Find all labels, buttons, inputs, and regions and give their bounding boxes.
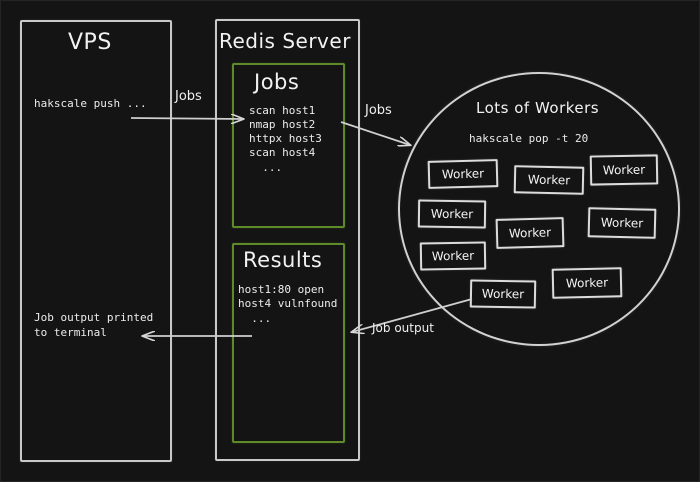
vps-box bbox=[20, 20, 172, 462]
vps-title: VPS bbox=[68, 30, 112, 55]
worker-label: Worker bbox=[527, 172, 571, 188]
worker-label: Worker bbox=[430, 206, 474, 222]
worker-label: Worker bbox=[600, 215, 644, 231]
workers-pop-command: hakscale pop -t 20 bbox=[469, 132, 589, 145]
jobs-title: Jobs bbox=[254, 70, 300, 94]
worker-box: Worker bbox=[469, 279, 537, 309]
redis-server-box bbox=[215, 19, 360, 461]
jobs-line-4: ... bbox=[249, 161, 283, 174]
arrow-label-jobs-pop: Jobs bbox=[365, 103, 392, 118]
worker-label: Worker bbox=[441, 166, 485, 182]
worker-box: Worker bbox=[587, 207, 657, 239]
vps-push-command: hakscale push ... bbox=[34, 97, 147, 110]
jobs-line-2: httpx host3 bbox=[249, 132, 322, 145]
results-line-0: host1:80 open bbox=[238, 283, 325, 296]
results-box bbox=[232, 243, 345, 443]
worker-box: Worker bbox=[427, 159, 499, 189]
worker-box: Worker bbox=[589, 154, 659, 186]
worker-box: Worker bbox=[551, 267, 623, 299]
vps-output-note-line2: to terminal bbox=[34, 326, 107, 339]
worker-box: Worker bbox=[495, 217, 565, 249]
results-line-1: host4 vulnfound bbox=[238, 297, 338, 310]
worker-label: Worker bbox=[431, 248, 475, 264]
redis-server-title: Redis Server bbox=[219, 29, 351, 53]
workers-title: Lots of Workers bbox=[476, 99, 600, 117]
worker-box: Worker bbox=[419, 241, 487, 271]
results-title: Results bbox=[243, 248, 323, 272]
worker-label: Worker bbox=[565, 275, 609, 291]
arrow-label-job-output: Job output bbox=[372, 321, 434, 335]
arrow-label-jobs-push: Jobs bbox=[175, 89, 202, 104]
worker-label: Worker bbox=[602, 162, 646, 178]
vps-output-note-line1: Job output printed bbox=[34, 311, 154, 324]
jobs-line-1: nmap host2 bbox=[249, 118, 316, 131]
jobs-line-0: scan host1 bbox=[249, 104, 316, 117]
worker-label: Worker bbox=[508, 225, 552, 241]
worker-box: Worker bbox=[513, 165, 585, 195]
jobs-line-3: scan host4 bbox=[249, 146, 316, 159]
worker-box: Worker bbox=[417, 199, 487, 229]
worker-label: Worker bbox=[481, 286, 525, 302]
workers-circle bbox=[398, 72, 680, 346]
results-line-2: ... bbox=[238, 312, 272, 325]
